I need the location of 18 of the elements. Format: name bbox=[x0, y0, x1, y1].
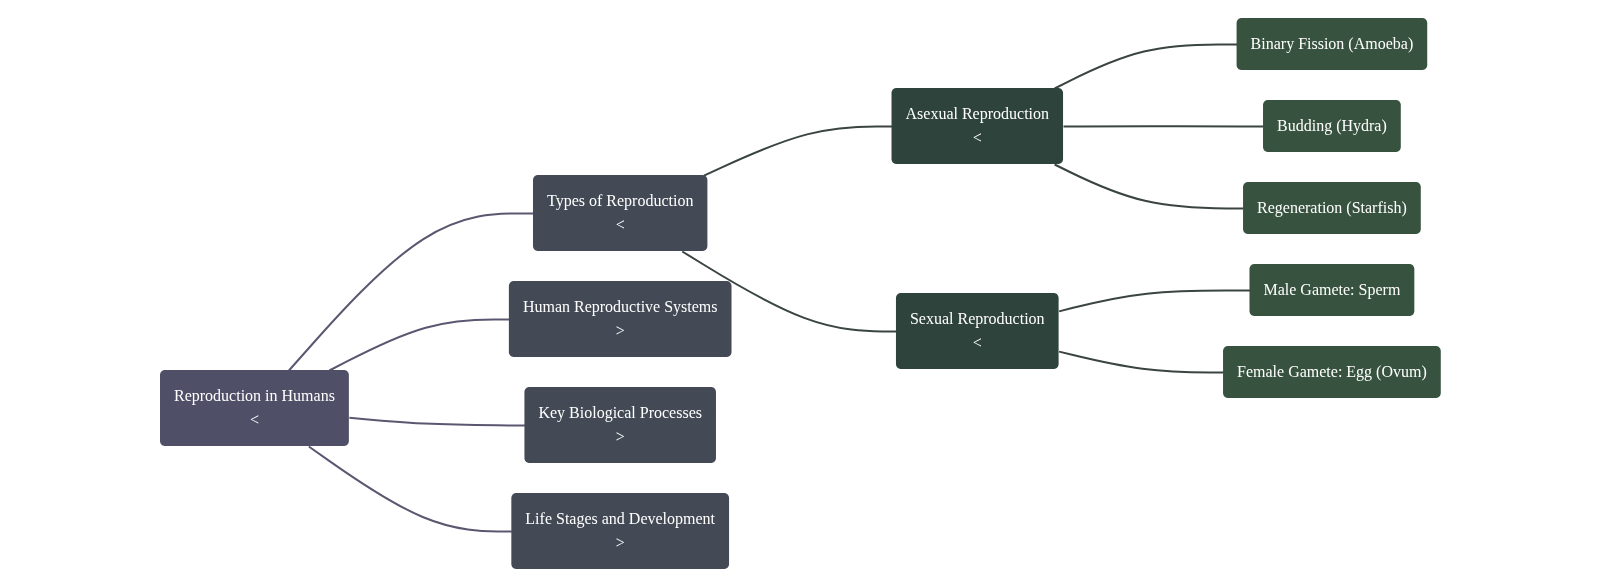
node-box: Life Stages and Development > bbox=[510, 492, 729, 569]
node-box: Key Biological Processes > bbox=[524, 386, 716, 463]
connector bbox=[307, 445, 513, 532]
connector bbox=[348, 416, 526, 426]
node-box: Human Reproductive Systems > bbox=[508, 280, 732, 357]
node-box: Asexual Reproduction < bbox=[891, 87, 1063, 164]
node-box: Binary Fission (Amoeba) bbox=[1236, 17, 1427, 70]
node-box: Female Gamete: Egg (Ovum) bbox=[1222, 345, 1441, 398]
connector bbox=[1057, 288, 1251, 312]
node-box: Budding (Hydra) bbox=[1262, 99, 1401, 152]
node-box: Sexual Reproduction < bbox=[895, 292, 1059, 369]
node-box: Reproduction in Humans < bbox=[159, 369, 349, 446]
connector bbox=[702, 124, 893, 177]
connector bbox=[328, 317, 510, 371]
node-box: Male Gamete: Sperm bbox=[1249, 263, 1414, 316]
connector bbox=[1053, 42, 1238, 89]
node-box: Regeneration (Starfish) bbox=[1242, 181, 1421, 234]
node-box: Types of Reproduction < bbox=[532, 174, 707, 251]
